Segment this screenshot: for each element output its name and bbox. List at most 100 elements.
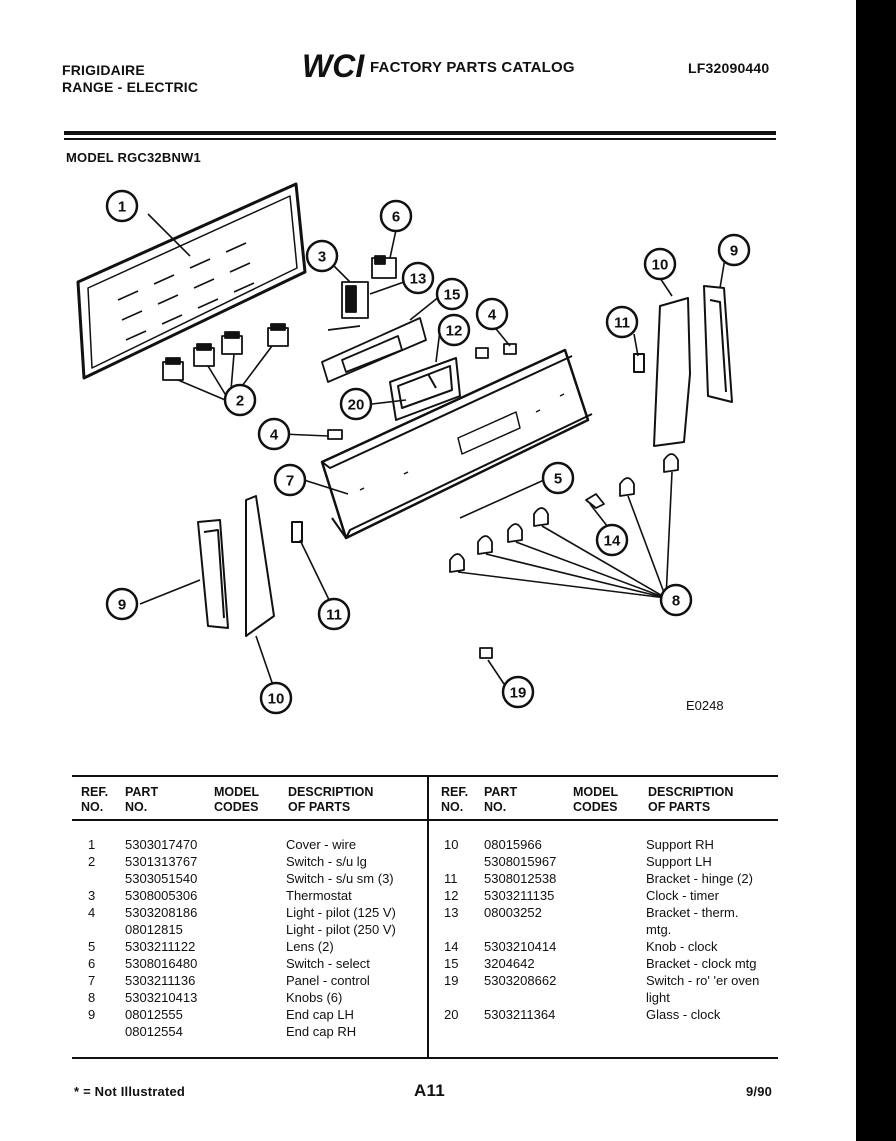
cell-ref: 6: [88, 956, 96, 971]
cell-ref: 10: [444, 837, 459, 852]
svg-text:10: 10: [268, 691, 285, 708]
brand-block: FRIGIDAIRE RANGE - ELECTRIC: [62, 62, 198, 96]
svg-text:2: 2: [236, 393, 244, 410]
header-ref-right: REF.NO.: [441, 785, 469, 814]
cell-desc: Switch - s/u sm (3): [286, 871, 394, 886]
cell-part: 5308012538: [484, 871, 557, 886]
cell-part: 5303208186: [125, 905, 198, 920]
cell-desc: End cap LH: [286, 1007, 354, 1022]
part-pilot-lights: [327, 343, 517, 440]
callout-1: 1: [105, 189, 139, 223]
catalog-title: FACTORY PARTS CATALOG: [370, 59, 575, 76]
cell-part: 08012815: [125, 922, 183, 937]
table-divider: [427, 775, 429, 1058]
cell-ref: 20: [444, 1007, 459, 1022]
cell-desc: Glass - clock: [646, 1007, 721, 1022]
cell-desc: Bracket - therm.: [646, 905, 739, 920]
table-row: 11 5308012538 Bracket - hinge (2): [432, 870, 778, 887]
svg-text:14: 14: [604, 533, 621, 550]
cell-desc: End cap RH: [286, 1024, 357, 1039]
cell-part: 08012555: [125, 1007, 183, 1022]
svg-text:8: 8: [672, 593, 680, 610]
header-ref: REF.NO.: [81, 785, 109, 814]
table-row: light: [432, 989, 778, 1006]
header-rule-thick: [64, 131, 776, 135]
callout-13: 13: [401, 261, 435, 295]
cell-ref: 19: [444, 973, 459, 988]
table-row: 7 5303211136 Panel - control: [72, 972, 427, 989]
part-knobs: [449, 453, 679, 659]
cell-desc: Switch - s/u lg: [286, 854, 367, 869]
callout-9: 9: [717, 233, 751, 267]
table-row: 5303051540 Switch - s/u sm (3): [72, 870, 427, 887]
cell-desc: Support LH: [646, 854, 712, 869]
svg-text:7: 7: [286, 473, 294, 490]
cell-desc: Lens (2): [286, 939, 334, 954]
svg-text:19: 19: [510, 685, 527, 702]
cell-desc: Panel - control: [286, 973, 370, 988]
svg-text:9: 9: [118, 597, 126, 614]
leader-lines: [139, 213, 727, 695]
catalog-number: LF32090440: [688, 60, 770, 76]
cell-part: 5303210414: [484, 939, 557, 954]
catalog-sheet: FRIGIDAIRE RANGE - ELECTRIC WCI FACTORY …: [0, 0, 856, 1141]
cell-ref: 4: [88, 905, 96, 920]
page-number: A11: [414, 1081, 445, 1100]
cell-ref: 13: [444, 905, 459, 920]
part-support-right: [633, 285, 733, 447]
callout-3: 3: [305, 239, 339, 273]
cell-ref: 7: [88, 973, 96, 988]
svg-text:4: 4: [270, 427, 279, 444]
cell-ref: 1: [88, 837, 96, 852]
figure-code: E0248: [686, 698, 724, 713]
callout-15: 15: [435, 277, 469, 311]
cell-desc: Bracket - hinge (2): [646, 871, 753, 886]
cell-ref: 12: [444, 888, 459, 903]
table-bottom-rule: [72, 1057, 778, 1059]
callout-10: 10: [259, 681, 293, 715]
cell-ref: 5: [88, 939, 96, 954]
cell-part: 5303017470: [125, 837, 198, 852]
part-support-left: [197, 495, 303, 637]
cell-desc: mtg.: [646, 922, 672, 937]
cell-desc: Support RH: [646, 837, 714, 852]
callout-10: 10: [643, 247, 677, 281]
cell-desc: Switch - select: [286, 956, 370, 971]
cell-desc: light: [646, 990, 670, 1005]
part-wire-cover: [76, 182, 307, 380]
cell-desc: Knobs (6): [286, 990, 343, 1005]
table-top-rule: [72, 775, 778, 777]
svg-text:11: 11: [614, 315, 630, 332]
cell-ref: 15: [444, 956, 459, 971]
callout-5: 5: [541, 461, 575, 495]
svg-text:9: 9: [730, 243, 738, 260]
callout-9: 9: [105, 587, 139, 621]
cell-part: 5303211364: [484, 1007, 556, 1022]
table-row: 5308015967 Support LH: [432, 853, 778, 870]
callout-12: 12: [437, 313, 471, 347]
svg-text:6: 6: [392, 209, 400, 226]
callout-4: 4: [475, 297, 509, 331]
cell-ref: 2: [88, 854, 96, 869]
wci-logo: WCI: [302, 48, 365, 83]
cell-desc: Knob - clock: [646, 939, 718, 954]
cell-part: 5308015967: [484, 854, 557, 869]
cell-ref: 3: [88, 888, 96, 903]
cell-part: 5303051540: [125, 871, 198, 886]
cell-part: 5303211136: [125, 973, 196, 988]
cell-ref: 11: [444, 871, 458, 886]
cell-part: 5308016480: [125, 956, 198, 971]
svg-text:15: 15: [444, 287, 461, 304]
callout-11: 11: [605, 305, 639, 339]
